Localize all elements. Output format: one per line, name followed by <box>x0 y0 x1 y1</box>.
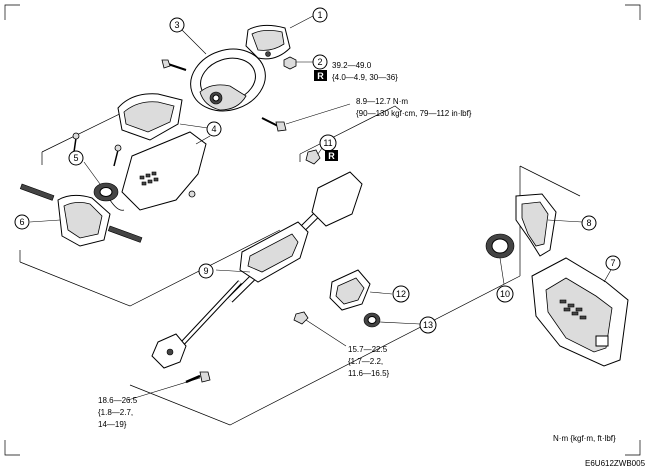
svg-text:4: 4 <box>211 124 216 134</box>
svg-text:5: 5 <box>73 153 78 163</box>
svg-text:15.7—22.5: 15.7—22.5 <box>348 345 388 354</box>
cover-vents <box>139 171 159 186</box>
svg-text:10: 10 <box>500 289 510 299</box>
callout-11: 11 <box>319 134 337 152</box>
mounting-bracket <box>515 193 583 257</box>
callout-3: 3 <box>169 17 185 33</box>
svg-text:39.2—49.0: 39.2—49.0 <box>332 61 372 70</box>
callout-9: 9 <box>198 263 214 279</box>
svg-text:18.6—26.5: 18.6—26.5 <box>98 396 138 405</box>
svg-text:R: R <box>317 71 324 81</box>
torque-spec-wheel-bolt: 8.9—12.7 N·m {90—130 kgf·cm, 79—112 in·l… <box>356 97 472 118</box>
ignition-ring <box>485 233 515 285</box>
svg-text:11: 11 <box>323 138 332 148</box>
callout-8: 8 <box>581 215 597 231</box>
callout-7: 7 <box>605 255 621 271</box>
callout-2: 2 <box>312 54 328 70</box>
frame-lines <box>4 4 641 456</box>
units-note: N·m {kgf·m, ft·lbf} <box>553 434 616 443</box>
callout-12: 12 <box>392 285 410 303</box>
svg-text:1: 1 <box>317 10 322 20</box>
callout-1: 1 <box>312 7 328 23</box>
svg-text:8: 8 <box>586 218 591 228</box>
svg-text:6: 6 <box>19 217 24 227</box>
torque-spec-nut: 39.2—49.0 {4.0—4.9, 30—36} <box>332 61 398 82</box>
svg-text:{90—130 kgf·cm, 79—112 in·lbf}: {90—130 kgf·cm, 79—112 in·lbf} <box>356 109 472 118</box>
lower-panel <box>531 257 629 367</box>
combination-switch <box>19 183 143 247</box>
torque-spec-column-nut: 15.7—22.5 {1.7—2.2, 11.6—16.5} <box>348 345 390 378</box>
clock-spring <box>83 161 125 211</box>
svg-text:R: R <box>328 151 335 161</box>
svg-text:7: 7 <box>610 258 615 268</box>
airbag-module <box>245 15 314 60</box>
callout-13: 13 <box>419 316 437 334</box>
steering-wheel-bolt-left <box>161 59 187 71</box>
cover-screw-bottom <box>188 190 196 198</box>
svg-text:13: 13 <box>423 320 433 330</box>
replace-mark-column-nut: R <box>325 150 338 161</box>
panel-grille <box>559 299 587 320</box>
callout-5: 5 <box>68 150 84 166</box>
svg-text:12: 12 <box>396 289 406 299</box>
key-cylinder <box>363 312 421 328</box>
steering-wheel-bolt-right <box>261 103 351 132</box>
svg-text:2: 2 <box>317 57 322 67</box>
column-mount-nut <box>293 311 347 347</box>
svg-text:3: 3 <box>174 20 179 30</box>
callout-10: 10 <box>496 285 514 303</box>
figure-code: E6U612ZWB005 <box>585 459 645 468</box>
svg-text:{1.8—2.7,: {1.8—2.7, <box>98 408 133 417</box>
svg-text:{1.7—2.2,: {1.7—2.2, <box>348 357 383 366</box>
torque-spec-joint-bolt: 18.6—26.5 {1.8—2.7, 14—19} <box>98 396 138 429</box>
svg-text:11.6—16.5}: 11.6—16.5} <box>348 369 390 378</box>
svg-text:9: 9 <box>203 266 208 276</box>
joint-bolt <box>127 371 211 401</box>
steering-wheel-nut <box>283 56 313 70</box>
column-top-nut <box>305 147 323 165</box>
svg-text:8.9—12.7 N·m: 8.9—12.7 N·m <box>356 97 408 106</box>
callout-4: 4 <box>206 121 222 137</box>
cover-screw-mid <box>113 144 122 167</box>
steering-lock <box>329 269 393 311</box>
svg-text:14—19}: 14—19} <box>98 420 127 429</box>
callout-6: 6 <box>14 214 30 230</box>
steering-wheel <box>181 29 266 112</box>
cover-screw-top <box>72 132 80 153</box>
svg-text:{4.0—4.9, 30—36}: {4.0—4.9, 30—36} <box>332 73 398 82</box>
steering-column <box>151 171 363 369</box>
column-cover <box>117 93 211 211</box>
replace-mark-nut: R <box>314 70 327 81</box>
